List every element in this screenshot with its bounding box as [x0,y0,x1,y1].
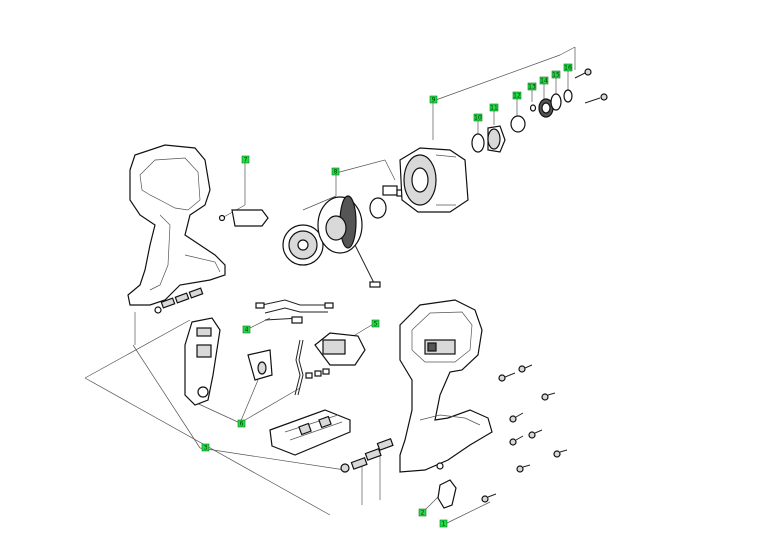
callout-6-label: 6 [240,421,244,428]
leader-lines [84,46,576,525]
battery-terminal-block [269,409,351,456]
callout-12: 12 [512,91,522,100]
callout-8-label: 8 [334,169,338,176]
callout-13-label: 13 [528,84,536,91]
callout-6: 6 [237,419,246,428]
callout-1-label: 1 [442,521,446,528]
callout-3: 3 [201,443,210,452]
motor-stator [317,195,381,288]
callout-5-label: 5 [374,321,378,328]
callout-12-label: 12 [513,93,521,100]
callout-13: 13 [527,82,537,91]
callout-9: 9 [429,95,438,104]
switch-clip [218,209,269,227]
callout-15-label: 15 [552,72,560,79]
callout-11-label: 11 [490,105,498,112]
switch-assembly [184,317,221,406]
controller-board [314,332,366,366]
front-components [471,68,608,153]
callout-4: 4 [242,325,251,334]
callout-1: 1 [439,519,448,528]
callout-9-label: 9 [432,97,436,104]
label-plates [340,438,394,473]
callout-2: 2 [418,508,427,517]
callout-7-label: 7 [244,157,248,164]
wiring-harness [255,299,334,324]
callout-8: 8 [331,167,340,176]
callout-7: 7 [241,155,250,164]
callout-3-label: 3 [204,445,208,452]
belt-hook [437,479,457,509]
left-housing-half [127,144,226,314]
callout-14: 14 [539,76,549,85]
power-lead [294,339,330,396]
callout-16-label: 16 [564,65,572,72]
callout-14-label: 14 [540,78,548,85]
callout-15: 15 [551,70,561,79]
callout-10-label: 10 [474,115,482,122]
washer-ring [369,185,404,219]
callout-4-label: 4 [245,327,249,334]
callout-5: 5 [371,319,380,328]
callout-16: 16 [563,63,573,72]
cooling-fan [282,224,324,266]
callout-2-label: 2 [421,510,425,517]
screws [481,364,568,503]
gear-housing [399,147,469,213]
trigger [247,349,273,381]
callout-10: 10 [473,113,483,122]
right-housing-half [399,299,493,473]
callout-11: 11 [489,103,499,112]
